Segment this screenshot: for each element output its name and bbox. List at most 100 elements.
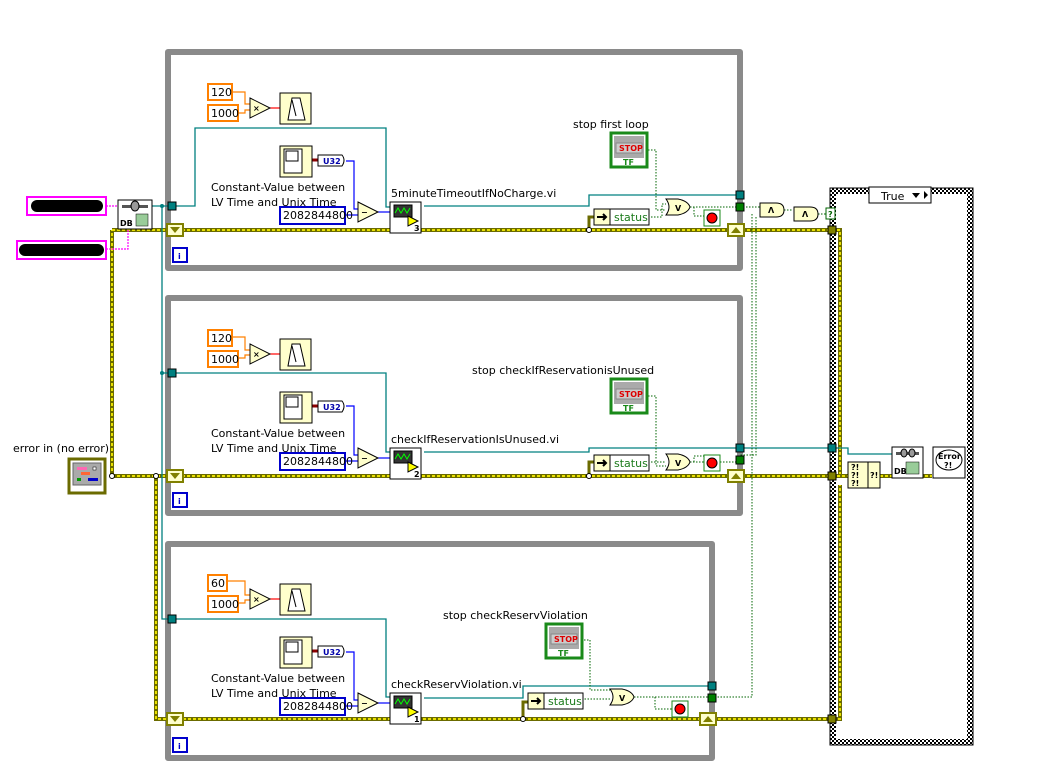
comment-line-2: LV Time and Unix Time [211, 442, 337, 455]
offset-constant[interactable]: 2082844800 [279, 452, 353, 471]
stop-text: STOP [619, 144, 643, 153]
unbundle-by-name-status[interactable]: status [527, 692, 584, 710]
to-u32-conversion[interactable]: U32 [317, 154, 345, 167]
wait-constant-a[interactable]: 120 [207, 83, 233, 101]
or-gate[interactable]: V [665, 453, 691, 471]
metronome-icon [291, 345, 297, 363]
loop-condition-terminal[interactable] [671, 700, 689, 718]
stop-text: STOP [554, 635, 578, 644]
shift-up-icon [731, 473, 741, 479]
while-loop-3[interactable] [165, 541, 715, 761]
subvi-name-label: checkReservViolation.vi [391, 678, 522, 691]
wait-constant-b-value: 1000 [211, 598, 239, 611]
error-in-control[interactable] [67, 457, 107, 495]
shift-register-right[interactable] [699, 712, 717, 726]
iteration-label: i [178, 497, 181, 506]
or-gate[interactable]: V [665, 198, 691, 216]
unbundle-by-name-status[interactable]: status [593, 208, 650, 226]
multiply-function[interactable]: × [249, 588, 272, 610]
and-gate-2[interactable]: Λ [793, 206, 819, 222]
subtract-function[interactable]: − [357, 201, 380, 223]
while-loop-2[interactable] [165, 295, 743, 516]
wait-constant-b[interactable]: 1000 [207, 104, 239, 122]
svg-text:?!: ?! [870, 471, 878, 480]
shift-down-icon [170, 716, 180, 722]
comment-line-1: Constant-Value between [211, 672, 345, 685]
offset-constant[interactable]: 2082844800 [279, 697, 353, 716]
wait-ms-function[interactable] [279, 583, 312, 616]
shift-register-right[interactable] [727, 223, 745, 237]
wait-constant-b[interactable]: 1000 [207, 350, 239, 368]
stop-button-label: stop checkIfReservationisUnused [472, 364, 654, 377]
shift-register-left[interactable] [166, 223, 184, 237]
case-selector[interactable]: True [0, 186, 932, 204]
stop-button-label: stop checkReservViolation [443, 609, 588, 622]
subtract-symbol: − [361, 454, 368, 463]
and-gate-1[interactable]: Λ [759, 202, 785, 218]
case-selector-value: True [880, 190, 905, 203]
subvi-node[interactable]: 3 [389, 201, 422, 234]
wait-constant-a-value: 120 [211, 332, 232, 345]
wait-ms-function[interactable] [279, 338, 312, 371]
comment-line-2: LV Time and Unix Time [211, 687, 337, 700]
to-u32-conversion[interactable]: U32 [317, 645, 345, 658]
redacted-string-control-1[interactable] [26, 196, 107, 216]
shift-register-right[interactable] [727, 469, 745, 483]
ref-tunnel-in [167, 614, 177, 624]
redacted-string-control-2[interactable] [16, 240, 107, 260]
subtract-symbol: − [361, 208, 368, 217]
or-gate[interactable]: V [609, 688, 635, 706]
subvi-name-label: checkIfReservationIsUnused.vi [391, 433, 559, 446]
subvi-node[interactable]: 1 [389, 692, 422, 725]
get-datetime-function[interactable] [279, 391, 313, 424]
case-error-tunnel-1 [827, 225, 837, 235]
case-ref-tunnel [827, 443, 837, 453]
offset-constant[interactable]: 2082844800 [279, 206, 353, 225]
multiply-function[interactable]: × [249, 97, 272, 119]
merge-errors-function[interactable]: ?! ?! ?! ?! [847, 461, 881, 489]
db-open-connection-vi[interactable]: DB [117, 199, 153, 230]
shift-down-icon [170, 473, 180, 479]
database-icon [135, 213, 149, 227]
case-selector-terminal[interactable]: ? [825, 207, 836, 220]
svg-text:?: ? [828, 210, 833, 219]
subvi-node[interactable]: 2 [389, 447, 422, 480]
db-close-connection-vi[interactable]: DB [891, 446, 924, 479]
wait-constant-a-value: 120 [211, 86, 232, 99]
wait-constant-a[interactable]: 120 [207, 329, 233, 347]
error-wires [110, 215, 932, 721]
get-datetime-function[interactable] [279, 145, 313, 178]
loop-condition-terminal[interactable] [703, 209, 721, 227]
ref-tunnel-out [707, 681, 717, 691]
next-case-icon[interactable] [924, 191, 928, 199]
multiply-symbol: × [253, 350, 260, 359]
shift-register-left[interactable] [166, 712, 184, 726]
loop-condition-terminal[interactable] [703, 454, 721, 472]
stop-sign-icon [674, 703, 686, 715]
unbundle-by-name-status[interactable]: status [593, 454, 650, 472]
iteration-label: i [178, 252, 181, 261]
svg-text:?!: ?! [851, 463, 859, 472]
subtract-function[interactable]: − [357, 447, 380, 469]
boolean-wires [584, 149, 826, 710]
multiply-function[interactable]: × [249, 343, 272, 365]
wait-constant-a[interactable]: 60 [207, 574, 228, 592]
shift-register-left[interactable] [166, 469, 184, 483]
to-u32-conversion[interactable]: U32 [317, 400, 345, 413]
status-field: status [548, 695, 582, 708]
stop-sign-icon [706, 212, 718, 224]
status-field: status [614, 211, 648, 224]
wait-ms-function[interactable] [279, 92, 312, 125]
numeric-wires [106, 91, 390, 707]
while-loop-1[interactable] [165, 49, 743, 271]
dropdown-arrow-icon[interactable] [912, 193, 920, 198]
bool-tunnel-out [735, 202, 745, 212]
simple-error-handler-vi[interactable]: Error ?! [932, 446, 966, 479]
wait-constant-b[interactable]: 1000 [207, 595, 239, 613]
get-datetime-function[interactable] [279, 636, 313, 669]
subtract-function[interactable]: − [357, 692, 380, 714]
